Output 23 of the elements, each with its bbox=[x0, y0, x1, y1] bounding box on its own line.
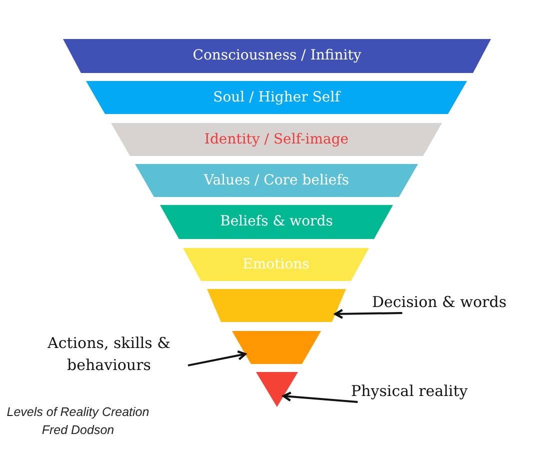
level-label: Consciousness / Infinity bbox=[192, 48, 362, 64]
level-label: Beliefs & words bbox=[220, 214, 333, 230]
level-band bbox=[63, 39, 491, 73]
level-band bbox=[207, 289, 346, 322]
level-band bbox=[86, 81, 467, 114]
level-band bbox=[183, 248, 369, 281]
level-band bbox=[135, 164, 418, 197]
level-label: Identity / Self-image bbox=[204, 131, 349, 148]
level-label: Soul / Higher Self bbox=[213, 89, 340, 106]
caption-text: Fred Dodson bbox=[42, 422, 114, 439]
level-label: Emotions bbox=[242, 256, 310, 273]
level-triangle bbox=[256, 372, 298, 407]
arrow bbox=[188, 350, 246, 366]
level-label: Values / Core beliefs bbox=[204, 172, 350, 189]
level-band bbox=[160, 205, 393, 239]
level-band bbox=[232, 331, 321, 364]
level-band bbox=[111, 123, 442, 156]
caption-text: Levels of Reality Creation bbox=[6, 404, 150, 421]
arrow bbox=[282, 391, 358, 403]
callout-text: Physical reality bbox=[351, 380, 485, 402]
arrow bbox=[334, 308, 402, 319]
callout-text: Actions, skills & behaviours bbox=[30, 332, 188, 376]
callout-text: Decision & words bbox=[372, 291, 516, 313]
